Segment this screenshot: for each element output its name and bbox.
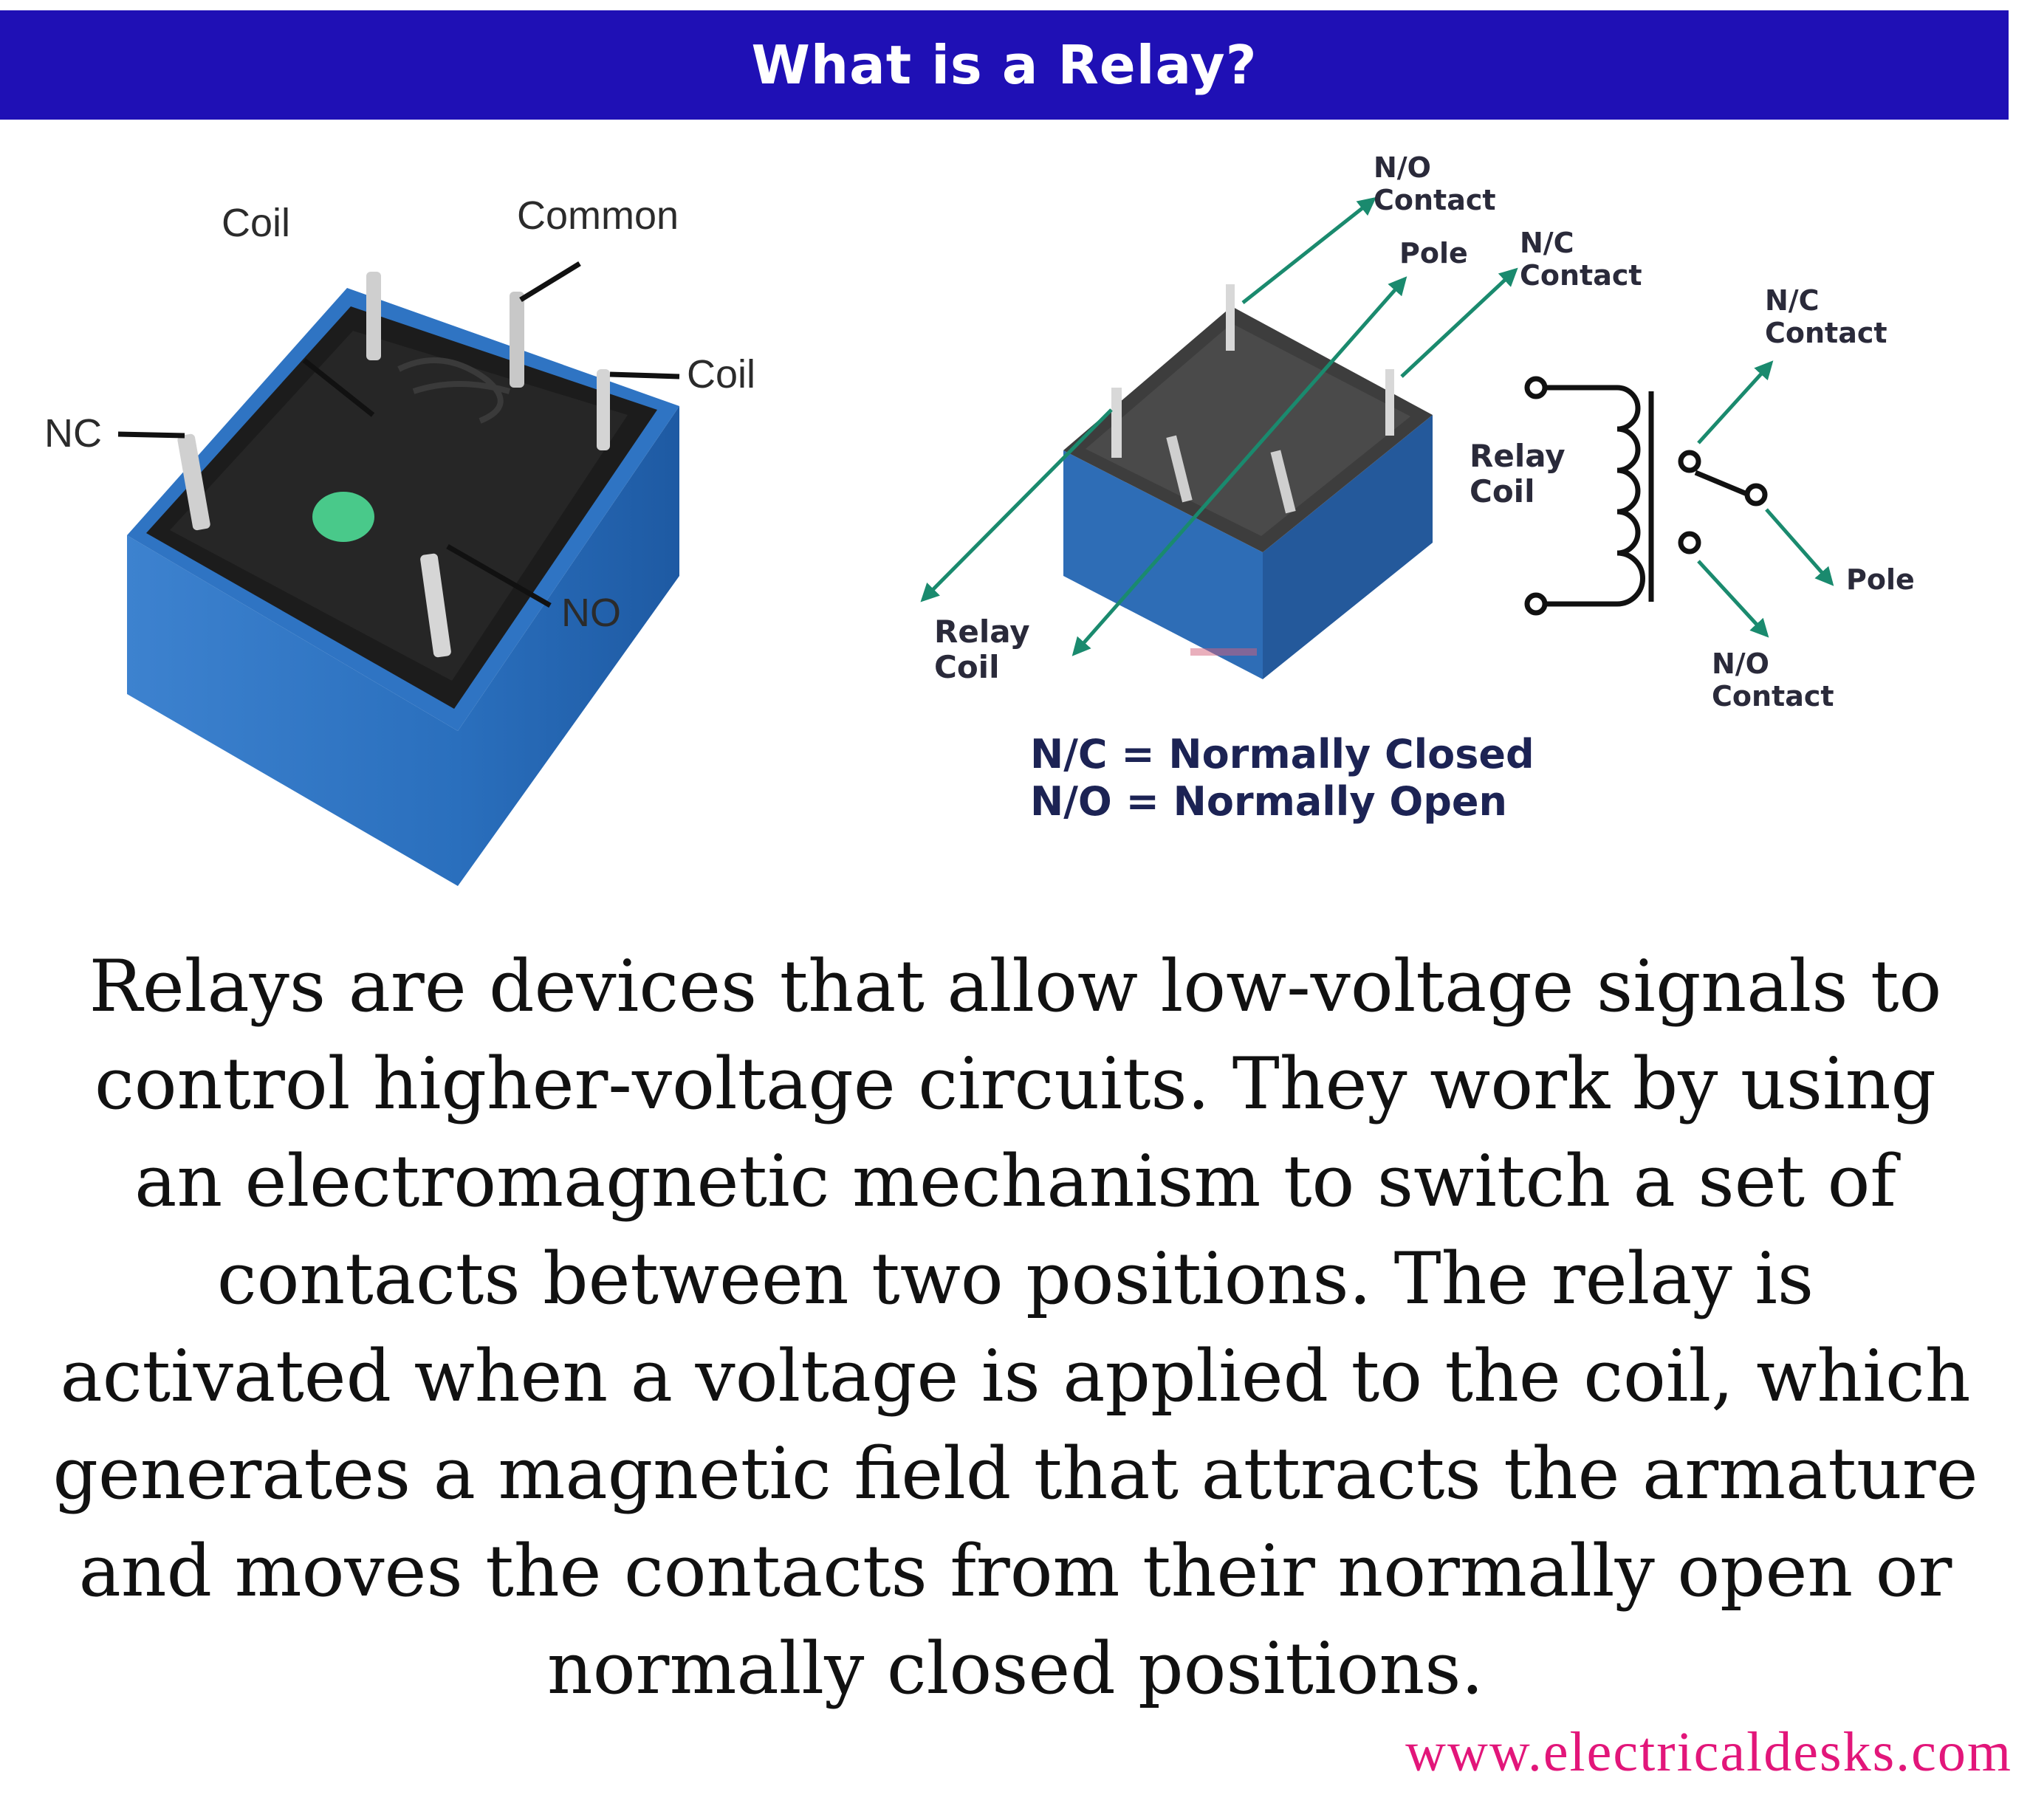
relay-right-face (458, 406, 679, 886)
contact-pole (1744, 483, 1768, 506)
website-url: www.electricaldesks.com (1405, 1721, 2012, 1783)
schematic-label-no-2: Contact (1712, 680, 1834, 712)
diagram-label-nc-top-1: N/C (1520, 227, 1574, 259)
photo-label-no: NO (561, 591, 621, 635)
pin-coil-top (366, 272, 381, 360)
relay-figure: Coil Common Coil NC NO N/O Contact Pole … (44, 151, 1915, 886)
description-paragraph: Relays are devices that allow low-voltag… (52, 945, 1978, 1710)
photo-label-common: Common (517, 193, 679, 238)
relay-diagram: N/O Contact Pole N/C Contact Relay Coil (920, 151, 1642, 685)
page-title: What is a Relay? (751, 34, 1258, 96)
arrow-no-contact-top (1241, 196, 1376, 304)
schematic-arrows: Relay Coil N/C Contact Pole N/O Contact (1470, 284, 1915, 712)
contact-no (1678, 531, 1701, 554)
arrow-nc-contact-top (1400, 267, 1518, 378)
pin-coil-right (597, 369, 610, 450)
title-banner: What is a Relay? (0, 10, 2009, 120)
schematic-label-nc-2: Contact (1765, 317, 1887, 349)
legend-nc: N/C = Normally Closed (1030, 731, 1534, 777)
schematic-label-relay-coil-2: Coil (1470, 473, 1534, 509)
pin-common (510, 292, 524, 388)
coil-winding (1616, 385, 1645, 607)
photo-label-nc: NC (44, 411, 102, 456)
switch-blade (1694, 470, 1750, 498)
schematic-label-relay-coil-1: Relay (1470, 438, 1566, 474)
relay-photo: Coil Common Coil NC NO (44, 193, 755, 886)
arrow-pole-top (1071, 276, 1407, 656)
schematic-label-nc-1: N/C (1765, 284, 1820, 317)
diagram-label-no-top-2: Contact (1374, 184, 1496, 216)
contact-nc (1678, 450, 1701, 473)
green-dot (312, 492, 374, 542)
photo-label-coil-top: Coil (222, 201, 290, 245)
pin-no (420, 553, 451, 658)
diagram-label-no-top-1: N/O (1374, 151, 1431, 184)
photo-label-coil-right: Coil (687, 352, 755, 396)
diagram-label-relay-coil-left-2: Coil (934, 649, 999, 685)
diagram-label-nc-top-2: Contact (1520, 259, 1642, 292)
diagram-label-pole-top: Pole (1399, 237, 1468, 269)
legend-no: N/O = Normally Open (1030, 778, 1507, 825)
pin-nc (177, 433, 210, 531)
relay-schematic (1524, 376, 1768, 616)
schematic-label-pole: Pole (1846, 563, 1915, 596)
schematic-label-no-1: N/O (1712, 648, 1769, 680)
diagram-label-relay-coil-left-1: Relay (934, 614, 1030, 650)
arrow-relay-coil-left (920, 408, 1113, 602)
